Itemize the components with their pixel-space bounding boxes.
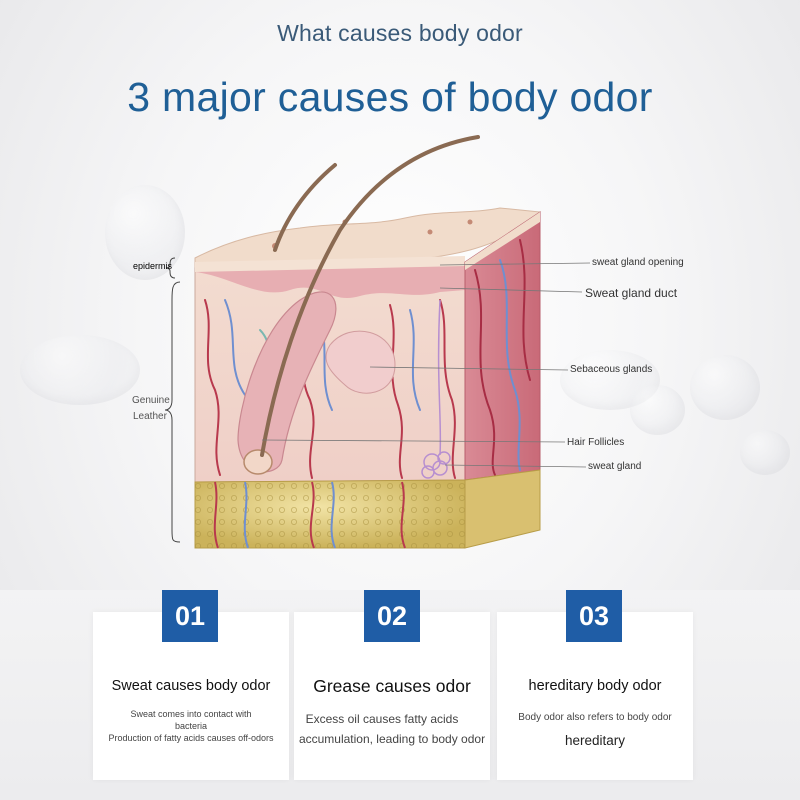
skin-cross-section-diagram [164, 135, 591, 549]
hair-shaft [273, 163, 337, 252]
card-desc-line: accumulation, leading to body odor [298, 732, 486, 746]
epidermis-bracket [165, 257, 176, 279]
sebaceous-glands-label: Sebaceous glands [570, 364, 653, 375]
card-desc-line: hereditary [564, 733, 626, 748]
page-title: 3 major causes of body odor [127, 74, 653, 120]
water-drop-decoration [105, 185, 185, 280]
card-desc-line: Sweat comes into contact with [130, 709, 252, 719]
water-drop-decoration [690, 355, 760, 420]
dermis-side-face [464, 211, 541, 481]
water-drop-decoration [20, 335, 140, 405]
card-title: hereditary body odor [528, 678, 662, 694]
card-desc-line: bacteria [174, 721, 208, 731]
hair-follicle [237, 291, 337, 473]
sebaceous-gland [325, 330, 396, 394]
cause-card-3: hereditary body odor Body odor also refe… [497, 612, 693, 780]
hair-bulb [243, 449, 273, 475]
hair-follicles-label: Hair Follicles [567, 437, 625, 448]
card-desc-line: Production of fatty acids causes off-odo… [108, 733, 274, 743]
card-number-badge-3: 03 [566, 590, 622, 642]
papillary-dermis [195, 262, 465, 298]
water-drop-decoration [560, 350, 660, 410]
epidermis-label: epidermis [133, 261, 173, 271]
fat-layer-side [464, 469, 541, 549]
epidermis-strip [195, 256, 465, 272]
dermis-label-line1: Genuine [132, 395, 170, 406]
card-desc-line: Body odor also refers to body odor [518, 712, 672, 723]
card-number-badge-1: 01 [162, 590, 218, 642]
dermis-label-line2: Leather [133, 411, 167, 422]
sweat-gland-label: sweat gland [588, 461, 642, 472]
card-desc-line: Excess oil causes fatty acids [305, 712, 459, 726]
hair-shaft [260, 135, 480, 457]
sweat-gland-opening-label: sweat gland opening [592, 257, 684, 268]
water-drop-decoration [630, 385, 685, 435]
leader-lines [261, 262, 591, 468]
page-subtitle: What causes body odor [277, 20, 523, 46]
sweat-gland-duct-label: Sweat gland duct [585, 286, 678, 300]
sweat-gland-coil [421, 299, 451, 479]
water-drop-decoration [740, 430, 790, 475]
card-number-badge-2: 02 [364, 590, 420, 642]
card-title: Sweat causes body odor [111, 678, 271, 694]
card-title: Grease causes odor [313, 676, 471, 696]
dermis-bracket [164, 281, 181, 543]
